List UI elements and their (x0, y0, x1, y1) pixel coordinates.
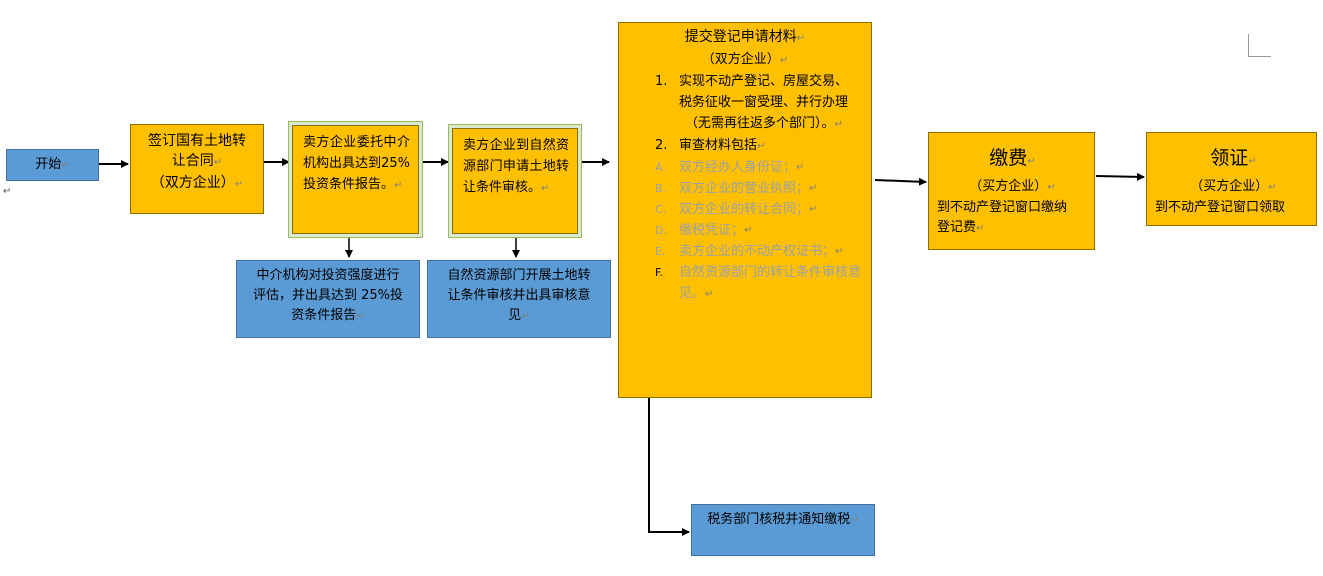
submit-subtitle: （双方企业） (701, 52, 780, 67)
pay-line-2: 登记费 (937, 220, 977, 235)
page-corner-mark (1248, 34, 1271, 57)
return-arrow-icon: ↵ (796, 33, 806, 44)
agency-text: 卖方企业委托中介机构出具达到25%投资条件报告。 (303, 135, 410, 192)
agency-report-node: 卖方企业委托中介机构出具达到25%投资条件报告。↵ (292, 125, 419, 234)
submit-materials-node: 提交登记申请材料↵ （双方企业）↵ 1. 实现不动产登记、房屋交易、 税务征收一… (618, 22, 872, 398)
item1-line-2: 税务征收一窗受理、并行办理 (679, 95, 849, 110)
return-arrow-icon: ↵ (1027, 156, 1036, 167)
cert-party: （买方企业） (1190, 179, 1269, 194)
sign-contract-node: 签订国有土地转 让合同↵ （双方企业）↵ (130, 124, 264, 214)
get-certificate-node: 领证↵ （买方企业）↵ 到不动产登记窗口领取 (1146, 132, 1317, 226)
pay-party: （买方企业） (969, 179, 1048, 194)
start-label: 开始 (35, 157, 62, 172)
return-arrow-icon: ↵ (541, 183, 550, 194)
return-arrow-icon: ↵ (779, 55, 789, 66)
return-arrow-icon: ↵ (835, 246, 844, 257)
material-text: 双方经办人身份证； (679, 160, 797, 175)
arrow-pay-to-cert (1095, 172, 1145, 181)
item2-number: 2. (655, 138, 668, 153)
pay-line-1: 到不动产登记窗口缴纳 (937, 200, 1068, 215)
material-text: 双方企业的营业执照； (679, 181, 810, 196)
eval-line-2: 评估，并出具达到 25%投 (252, 288, 404, 303)
return-arrow-icon: ↵ (1047, 182, 1056, 193)
cert-line: 到不动产登记窗口领取 (1155, 200, 1286, 215)
arrow-submit-to-pay (874, 177, 927, 186)
item2-label: 审查材料包括 (679, 138, 758, 153)
return-arrow-icon: ↵ (1268, 182, 1277, 193)
eval-line-1: 中介机构对投资强度进行 (256, 268, 400, 283)
return-arrow-icon: ↵ (1248, 156, 1257, 167)
sign-line-2: 让合同 (171, 153, 214, 169)
return-arrow-icon: ↵ (744, 225, 753, 236)
return-arrow-icon: ↵ (394, 180, 403, 191)
return-arrow-icon: ↵ (809, 183, 818, 194)
material-number: C. (655, 203, 667, 216)
tax-notice-node: 税务部门核税并通知缴税↵ (691, 504, 875, 556)
return-arrow-icon: ↵ (213, 157, 223, 168)
apply-text: 卖方企业到自然资源部门申请土地转让条件审核。 (463, 138, 569, 195)
material-text: 双方企业的转让合同； (679, 202, 810, 217)
paragraph-mark-icon: ↵ (3, 186, 12, 197)
item1-line-3: （无需再往返多个部门）。 (685, 116, 835, 131)
submit-item-2: 2. 审查材料包括↵ (655, 135, 865, 157)
material-item: B. 双方企业的营业执照；↵ (655, 178, 865, 199)
return-arrow-icon: ↵ (356, 311, 365, 322)
sign-line-3: （双方企业） (150, 175, 235, 191)
review-line-3: 见 (508, 308, 522, 323)
return-arrow-icon: ↵ (61, 160, 70, 171)
return-arrow-icon: ↵ (757, 141, 766, 152)
review-node: 自然资源部门开展土地转 让条件审核并出具审核意 见↵ (427, 260, 611, 338)
material-text: 自然资源部门的转让条件审核意见。 (679, 265, 862, 301)
material-item: E. 卖方企业的不动产权证书；↵ (655, 241, 865, 262)
return-arrow-icon: ↵ (521, 311, 530, 322)
material-number: D. (655, 224, 667, 237)
material-item: D. 缴税凭证；↵ (655, 220, 865, 241)
material-item: A. 双方经办人身份证；↵ (655, 157, 865, 178)
material-number: A. (655, 161, 666, 174)
material-item: C. 双方企业的转让合同；↵ (655, 199, 865, 220)
material-number: F. (655, 266, 664, 279)
pay-fee-node: 缴费↵ （买方企业）↵ 到不动产登记窗口缴纳 登记费↵ (928, 132, 1095, 250)
material-text: 卖方企业的不动产权证书； (679, 244, 836, 259)
start-node: 开始↵ (6, 149, 99, 181)
return-arrow-icon: ↵ (976, 223, 985, 234)
item1-line-1: 实现不动产登记、房屋交易、 (679, 74, 849, 89)
submit-title: 提交登记申请材料 (684, 29, 797, 45)
land-transfer-apply-node: 卖方企业到自然资源部门申请土地转让条件审核。↵ (452, 128, 578, 234)
material-text: 缴税凭证； (679, 223, 745, 238)
material-number: B. (655, 182, 667, 195)
review-line-1: 自然资源部门开展土地转 (447, 268, 591, 283)
material-item: F. 自然资源部门的转让条件审核意见。↵ (655, 262, 865, 305)
return-arrow-icon: ↵ (809, 204, 818, 215)
evaluation-node: 中介机构对投资强度进行 评估，并出具达到 25%投 资条件报告↵ (236, 260, 420, 338)
return-arrow-icon: ↵ (834, 119, 843, 130)
submit-item-1: 1. 实现不动产登记、房屋交易、 税务征收一窗受理、并行办理 （无需再往返多个部… (655, 71, 865, 135)
return-arrow-icon: ↵ (234, 179, 244, 190)
material-number: E. (655, 245, 666, 258)
return-arrow-icon: ↵ (796, 162, 805, 173)
return-arrow-icon: ↵ (850, 515, 859, 526)
tax-label: 税务部门核税并通知缴税 (707, 512, 851, 527)
arrow-submit-to-tax (648, 398, 690, 536)
review-line-2: 让条件审核并出具审核意 (447, 288, 591, 303)
pay-title: 缴费 (989, 147, 1028, 169)
eval-line-3: 资条件报告 (291, 308, 357, 323)
cert-title: 领证 (1210, 147, 1249, 169)
sign-line-1: 签订国有土地转 (148, 133, 246, 149)
return-arrow-icon: ↵ (705, 289, 714, 300)
item1-number: 1. (655, 74, 668, 89)
